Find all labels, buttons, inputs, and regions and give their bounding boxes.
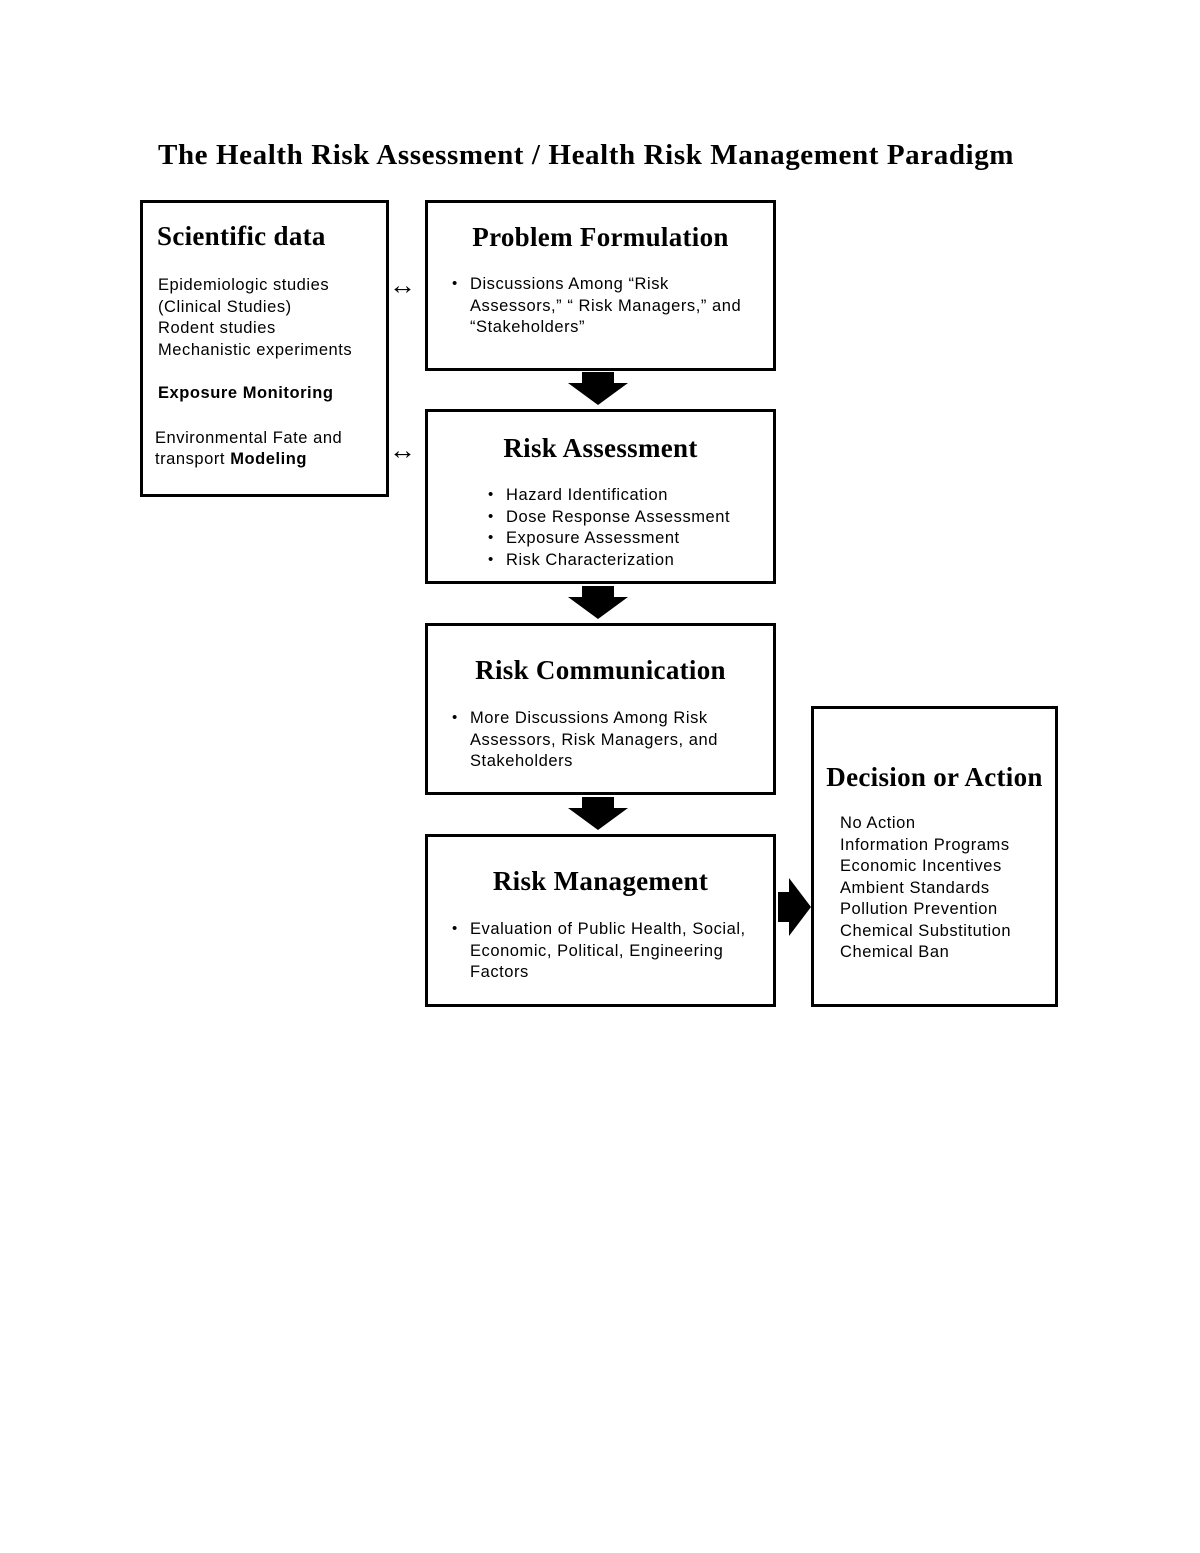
box-decision-action: Decision or Action No Action Information…: [811, 706, 1058, 1007]
list-item: Pollution Prevention: [840, 900, 998, 918]
list-item: Epidemiologic studies: [158, 276, 330, 294]
modeling-line-2: transport Modeling: [155, 449, 386, 471]
list-item: No Action: [840, 814, 916, 832]
risk-communication-bullet: More Discussions Among Risk Assessors, R…: [450, 707, 743, 773]
list-item: Information Programs: [840, 835, 1010, 854]
right-arrow-risk-management-to-decision-or-action: [778, 878, 811, 936]
list-item: Hazard Identification: [486, 484, 773, 507]
list-item: Chemical Ban: [840, 943, 950, 961]
scientific-data-studies-list: Epidemiologic studies (Clinical Studies)…: [158, 275, 386, 361]
list-item: Mechanistic experiments: [158, 340, 353, 359]
modeling-line-1: Environmental Fate and: [155, 428, 343, 447]
double-arrow-scientific-data-to-problem-formulation: ↔: [389, 270, 416, 300]
list-item: Economic Incentives: [840, 857, 1002, 875]
list-item: Dose Response Assessment: [486, 506, 773, 529]
list-item: Chemical Substitution: [840, 921, 1012, 940]
box-risk-communication: Risk Communication More Discussions Amon…: [425, 623, 776, 795]
down-arrow-risk-communication-to-risk-management: [568, 797, 628, 830]
risk-assessment-bullets: Hazard Identification Dose Response Asse…: [486, 484, 773, 572]
problem-formulation-bullet: Discussions Among “Risk Assessors,” “ Ri…: [450, 273, 751, 339]
scientific-data-exposure-monitoring: Exposure Monitoring: [158, 384, 334, 402]
scientific-data-modeling-group: Environmental Fate and transport Modelin…: [155, 428, 386, 471]
box-risk-communication-heading: Risk Communication: [475, 655, 726, 685]
list-item: Risk Characterization: [486, 549, 773, 572]
page-title: The Health Risk Assessment / Health Risk…: [158, 139, 1015, 171]
box-scientific-data: Scientific data Epidemiologic studies (C…: [140, 200, 389, 497]
box-risk-assessment-heading: Risk Assessment: [503, 433, 698, 463]
down-arrow-problem-formulation-to-risk-assessment: [568, 372, 628, 405]
modeling-line-2-bold: Modeling: [230, 450, 308, 468]
decision-action-list: No Action Information Programs Economic …: [840, 813, 1055, 964]
box-risk-management: Risk Management Evaluation of Public Hea…: [425, 834, 776, 1007]
box-risk-management-heading: Risk Management: [492, 866, 709, 896]
down-arrow-risk-assessment-to-risk-communication: [568, 586, 628, 619]
risk-management-bullet: Evaluation of Public Health, Social, Eco…: [450, 918, 757, 984]
list-item: (Clinical Studies): [158, 297, 292, 316]
box-risk-assessment: Risk Assessment Hazard Identification Do…: [425, 409, 776, 584]
box-problem-formulation-heading: Problem Formulation: [472, 222, 729, 252]
list-item: Ambient Standards: [840, 878, 990, 897]
box-scientific-data-heading: Scientific data: [157, 221, 326, 251]
modeling-line-2-normal: transport: [155, 450, 231, 468]
list-item: Exposure Assessment: [486, 527, 773, 550]
box-problem-formulation: Problem Formulation Discussions Among “R…: [425, 200, 776, 371]
double-arrow-scientific-data-to-risk-assessment: ↔: [389, 435, 416, 465]
list-item: Rodent studies: [158, 319, 276, 337]
box-decision-action-heading: Decision or Action: [826, 762, 1043, 792]
